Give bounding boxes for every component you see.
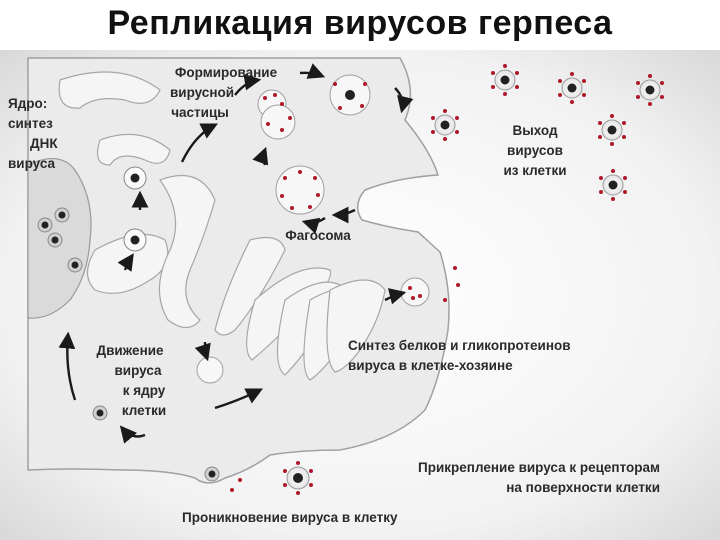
nucleus-label-line-2: синтез: [8, 116, 53, 131]
exit-label-line-1: Выход: [512, 123, 558, 138]
movement-label-line-1: Движение: [96, 343, 164, 358]
phagosome-label: Фагосома: [285, 228, 351, 243]
movement-label: Движение вируса к ядру клетки: [96, 343, 166, 418]
nucleus-label-line-3: ДНК: [30, 136, 58, 151]
nucleus-label-line-1: Ядро:: [8, 96, 47, 111]
synthesis-label: Синтез белков и гликопротеинов вируса в …: [348, 338, 571, 373]
exiting-viruses: [283, 64, 664, 495]
herpes-replication-diagram: Ядро: синтез ДНК вируса Формирование вир…: [0, 50, 720, 540]
attachment-label: Прикрепление вируса к рецепторам на пове…: [418, 460, 660, 495]
movement-label-line-3: к ядру: [123, 383, 166, 398]
protein-synthesis-cisternae: [246, 267, 386, 381]
particle-formation-line-3: частицы: [171, 105, 229, 120]
exit-label-line-2: вирусов: [507, 143, 563, 158]
forming-particles: [196, 74, 430, 384]
particle-formation-line-2: вирусной: [170, 85, 234, 100]
process-arrows: [58, 63, 414, 444]
particle-formation-line-1: Формирование: [175, 65, 278, 80]
glycoprotein-dots: [230, 82, 460, 492]
exit-label-line-3: из клетки: [503, 163, 566, 178]
nucleus-label: Ядро: синтез ДНК вируса: [8, 96, 58, 171]
movement-label-line-4: клетки: [122, 403, 166, 418]
nucleus-label-line-4: вируса: [8, 156, 56, 171]
attachment-label-line-1: Прикрепление вируса к рецепторам: [418, 460, 660, 475]
synthesis-label-line-2: вируса в клетке-хозяине: [348, 358, 513, 373]
virus-particles: [37, 166, 220, 482]
particle-formation-label: Формирование вирусной частицы: [170, 65, 278, 120]
movement-label-line-2: вируса: [114, 363, 162, 378]
synthesis-label-line-1: Синтез белков и гликопротеинов: [348, 338, 571, 353]
penetration-label: Проникновение вируса в клетку: [182, 510, 398, 525]
page-title: Репликация вирусов герпеса: [107, 4, 613, 42]
exit-label: Выход вирусов из клетки: [503, 123, 566, 178]
attachment-label-line-2: на поверхности клетки: [506, 480, 660, 495]
phagosome-vesicle: [275, 165, 325, 215]
